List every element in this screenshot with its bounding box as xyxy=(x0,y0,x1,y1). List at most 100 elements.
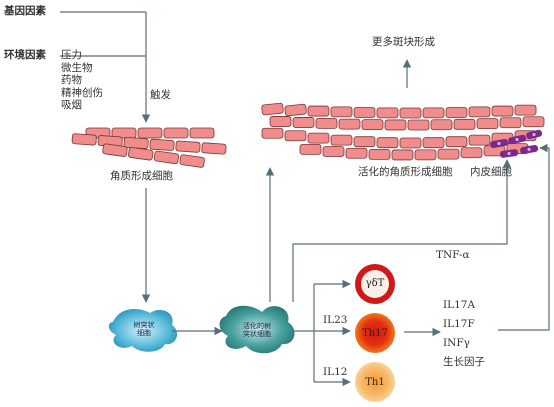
il23-label: IL23 xyxy=(323,314,348,326)
activated-dc-label-line1: 活化的树 xyxy=(243,322,271,330)
keratinocyte-cell xyxy=(149,138,175,151)
keratinocyte-cell xyxy=(201,142,227,155)
activated-keratinocyte-cell xyxy=(361,119,384,131)
activated-keratinocyte-cell xyxy=(284,130,307,142)
t-cell-branch xyxy=(293,279,351,387)
dendritic-cell-label: 树突状 细胞 xyxy=(124,321,164,337)
activated-keratinocyte-cell xyxy=(414,149,437,161)
il12-label: IL12 xyxy=(323,366,348,378)
activated-keratinocyte-cell xyxy=(330,134,353,146)
activated-keratinocyte-cell xyxy=(422,107,445,119)
endothelial-nucleus xyxy=(532,132,536,137)
activated-keratinocyte-cell xyxy=(353,136,376,148)
activated-keratinocyte-cell xyxy=(376,137,399,149)
env-item: 微生物 xyxy=(61,61,93,74)
keratinocyte-cell xyxy=(128,147,154,161)
activated-dendritic-cell xyxy=(219,305,295,354)
tnf-alpha-label: TNF-α xyxy=(436,249,470,261)
th17-cell xyxy=(355,313,395,353)
activated-keratinocyte-cell xyxy=(353,107,376,118)
activated-keratinocyte-sheet xyxy=(261,102,545,161)
dendritic-cell xyxy=(108,308,178,352)
activated-keratinocyte-cell xyxy=(522,116,545,128)
activated-keratinocyte-cell xyxy=(261,127,284,139)
keratinocyte-cell xyxy=(111,127,137,139)
environmental-factor-list: 压力 微生物 药物 精神创伤 吸烟 xyxy=(61,49,103,112)
activated-keratinocyte-cell xyxy=(430,119,453,131)
activated-keratinocyte-cell xyxy=(391,149,414,161)
activated-keratinocyte-cell xyxy=(514,104,537,116)
activated-keratinocyte-cell xyxy=(407,119,430,131)
cytokine-output: IL17A xyxy=(443,299,476,311)
trigger-label: 触发 xyxy=(150,89,171,101)
activated-keratinocyte-cell xyxy=(476,118,499,129)
activated-keratinocyte-cell xyxy=(437,148,460,160)
activated-keratinocyte-cell xyxy=(299,143,322,155)
genetic-factor-label: 基因因素 xyxy=(4,5,46,17)
env-item: 吸烟 xyxy=(61,99,82,111)
keratinocyte-cell xyxy=(153,150,180,165)
activated-keratinocyte-cell xyxy=(345,147,368,159)
env-item: 压力 xyxy=(61,49,82,61)
activated-keratinocyte-cell xyxy=(376,107,399,119)
activated-keratinocyte-cell xyxy=(460,147,483,159)
activated-keratinocyte-cell xyxy=(261,102,284,116)
gdt-label: γδT xyxy=(365,278,385,289)
dendritic-cell-label-line2: 细胞 xyxy=(137,329,151,337)
activated-keratinocyte-cell xyxy=(399,107,422,119)
activated-keratinocyte-cell xyxy=(292,117,315,128)
keratinocyte-cell xyxy=(163,127,189,139)
endothelial-nucleus xyxy=(515,137,519,142)
activated-keratinocyte-cell xyxy=(307,105,330,117)
dendritic-cell-label-line1: 树突状 xyxy=(133,321,155,329)
keratinocyte-cell xyxy=(179,154,205,168)
th1-label: Th1 xyxy=(365,377,385,388)
endothelial-nucleus xyxy=(507,151,511,156)
activated-keratinocyte-cell xyxy=(284,103,307,117)
activated-dc-label-line2: 突状细胞 xyxy=(243,330,271,338)
env-item: 药物 xyxy=(61,74,82,86)
keratinocyte-cell xyxy=(102,143,128,157)
activated-keratinocyte-cell xyxy=(453,118,476,130)
cytokine-output: INFγ xyxy=(443,337,470,349)
activated-keratinocyte-cell xyxy=(368,149,391,160)
activated-keratinocyte-cell xyxy=(322,146,345,157)
activated-keratinocyte-cell xyxy=(399,137,422,149)
activated-dc-label: 活化的树 突状细胞 xyxy=(234,322,280,338)
env-item: 精神创伤 xyxy=(61,86,103,99)
endothelial-cells xyxy=(490,129,543,158)
endothelial-nucleus xyxy=(527,147,531,152)
activated-keratinocyte-cell xyxy=(315,117,338,129)
keratinocyte-label: 角质形成细胞 xyxy=(110,170,173,182)
activated-keratinocyte-cell xyxy=(499,117,522,129)
tnf-alpha-path xyxy=(292,159,512,302)
activated-keratinocyte-cell xyxy=(422,137,445,149)
cytokine-feedback-path xyxy=(498,143,550,331)
keratinocyte-cell xyxy=(71,133,97,146)
keratinocyte-cell xyxy=(175,140,201,153)
th1-cell xyxy=(355,362,395,402)
trigger-connector xyxy=(60,11,151,123)
activated-keratinocyte-cell xyxy=(338,118,361,130)
keratinocyte-cell xyxy=(189,127,215,139)
activated-keratinocyte-cell xyxy=(468,106,491,118)
gdt-cell xyxy=(361,270,389,298)
endothelial-nucleus xyxy=(497,141,501,146)
keratinocyte-cell xyxy=(123,136,149,150)
activated-keratinocyte-cell xyxy=(384,119,407,131)
activated-keratinocyte-cell xyxy=(330,106,353,118)
activated-keratinocyte-cell xyxy=(491,105,514,117)
cytokine-output: 生长因子 xyxy=(443,356,485,368)
activated-keratinocyte-label: 活化的角质形成细胞 xyxy=(358,166,453,178)
environmental-factor-label: 环境因素 xyxy=(4,49,46,61)
activated-keratinocyte-cell xyxy=(445,107,468,118)
activated-keratinocyte-cell xyxy=(468,134,491,146)
activated-keratinocyte-cell xyxy=(445,136,468,148)
th17-label: Th17 xyxy=(362,328,388,339)
activated-keratinocyte-cell xyxy=(307,132,330,144)
activated-keratinocyte-cell xyxy=(269,116,292,127)
cytokine-output-list: IL17A IL17F INFγ 生长因子 xyxy=(443,296,485,372)
keratinocyte-cluster xyxy=(71,127,227,168)
cytokine-output: IL17F xyxy=(443,318,475,330)
